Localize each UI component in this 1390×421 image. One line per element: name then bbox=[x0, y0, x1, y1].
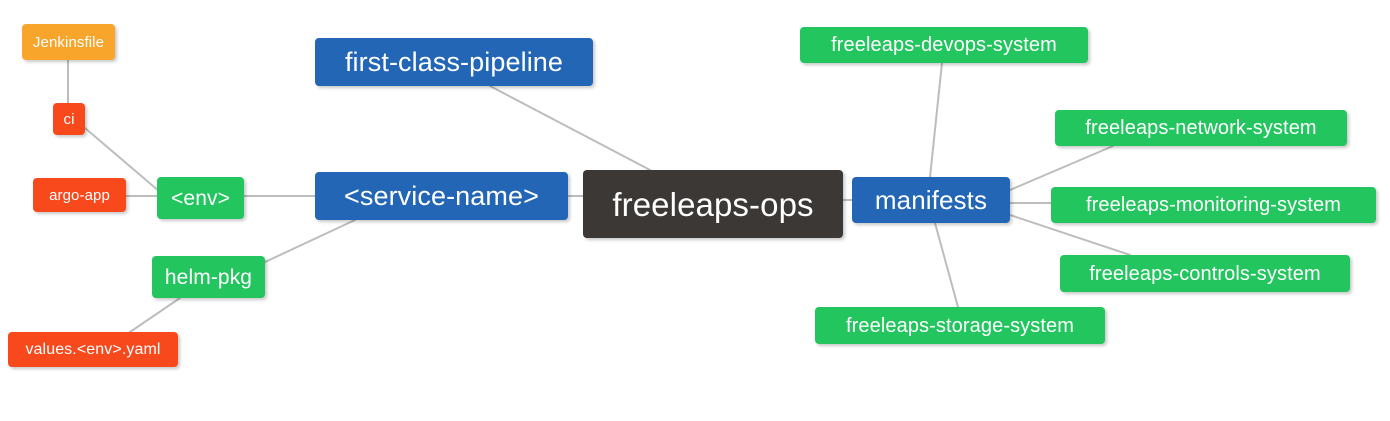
node-freeleaps-controls-system[interactable]: freeleaps-controls-system bbox=[1060, 255, 1350, 292]
node-label-freeleaps-ops: freeleaps-ops bbox=[612, 185, 814, 223]
node-freeleaps-storage-system[interactable]: freeleaps-storage-system bbox=[815, 307, 1105, 344]
node-manifests[interactable]: manifests bbox=[852, 177, 1010, 223]
node-label-manifests: manifests bbox=[874, 185, 988, 215]
node-label-jenkinsfile: Jenkinsfile bbox=[32, 33, 105, 51]
node-helm-pkg[interactable]: helm-pkg bbox=[152, 256, 265, 298]
node-label-first-class-pipeline: first-class-pipeline bbox=[344, 46, 564, 77]
node-jenkinsfile[interactable]: Jenkinsfile bbox=[22, 24, 115, 60]
node-label-freeleaps-controls-system: freeleaps-controls-system bbox=[1089, 262, 1321, 285]
node-argo-app[interactable]: argo-app bbox=[33, 178, 126, 212]
node-freeleaps-network-system[interactable]: freeleaps-network-system bbox=[1055, 110, 1347, 146]
node-label-helm-pkg: helm-pkg bbox=[164, 265, 253, 289]
node-label-values-yaml: values.<env>.yaml bbox=[25, 340, 161, 358]
node-label-ci: ci bbox=[63, 110, 75, 128]
edge-manifests-to-freeleaps-network-system bbox=[1009, 145, 1114, 191]
edge-helm-pkg-to-values-yaml bbox=[129, 297, 181, 333]
node-label-argo-app: argo-app bbox=[49, 186, 110, 204]
node-label-freeleaps-network-system: freeleaps-network-system bbox=[1085, 117, 1317, 139]
edge-manifests-to-freeleaps-storage-system bbox=[934, 222, 959, 308]
node-label-env: <env> bbox=[171, 186, 230, 210]
node-freeleaps-ops[interactable]: freeleaps-ops bbox=[583, 170, 843, 238]
node-freeleaps-devops-system[interactable]: freeleaps-devops-system bbox=[800, 27, 1088, 63]
node-label-service-name: <service-name> bbox=[344, 180, 539, 211]
node-ci[interactable]: ci bbox=[53, 103, 85, 135]
node-env[interactable]: <env> bbox=[157, 177, 244, 219]
edge-service-name-to-helm-pkg bbox=[264, 219, 356, 263]
node-label-freeleaps-storage-system: freeleaps-storage-system bbox=[845, 314, 1075, 337]
node-label-freeleaps-monitoring-system: freeleaps-monitoring-system bbox=[1085, 194, 1341, 216]
node-values-yaml[interactable]: values.<env>.yaml bbox=[8, 332, 178, 367]
edge-first-class-pipeline-to-freeleaps-ops bbox=[489, 85, 651, 171]
node-freeleaps-monitoring-system[interactable]: freeleaps-monitoring-system bbox=[1051, 187, 1376, 223]
edge-manifests-to-freeleaps-devops-system bbox=[929, 62, 943, 178]
node-first-class-pipeline[interactable]: first-class-pipeline bbox=[315, 38, 593, 86]
node-label-freeleaps-devops-system: freeleaps-devops-system bbox=[831, 34, 1057, 56]
node-service-name[interactable]: <service-name> bbox=[315, 172, 568, 220]
